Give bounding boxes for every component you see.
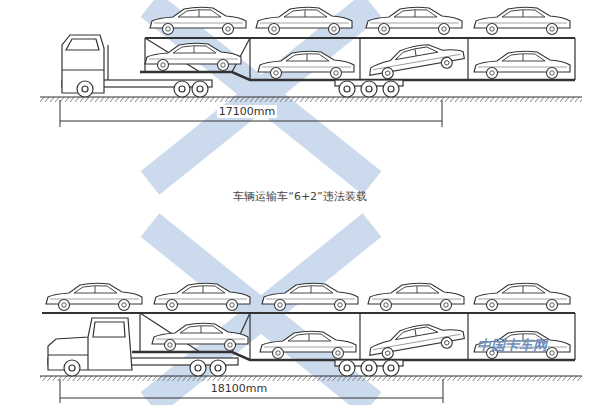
dimension-label: 18100mm [209,382,269,395]
dimension-label: 17100mm [217,105,277,118]
dimension-line [60,100,442,127]
car [145,7,570,82]
bottom-transporter [40,313,582,381]
cross-watermark [150,5,372,404]
dimension-line [60,379,443,403]
figure-caption: 车辆运输车“6+2”违法装载 [233,189,367,204]
top-transporter [40,35,582,102]
watermark: 中国卡车网 [477,337,547,355]
car [46,283,570,362]
